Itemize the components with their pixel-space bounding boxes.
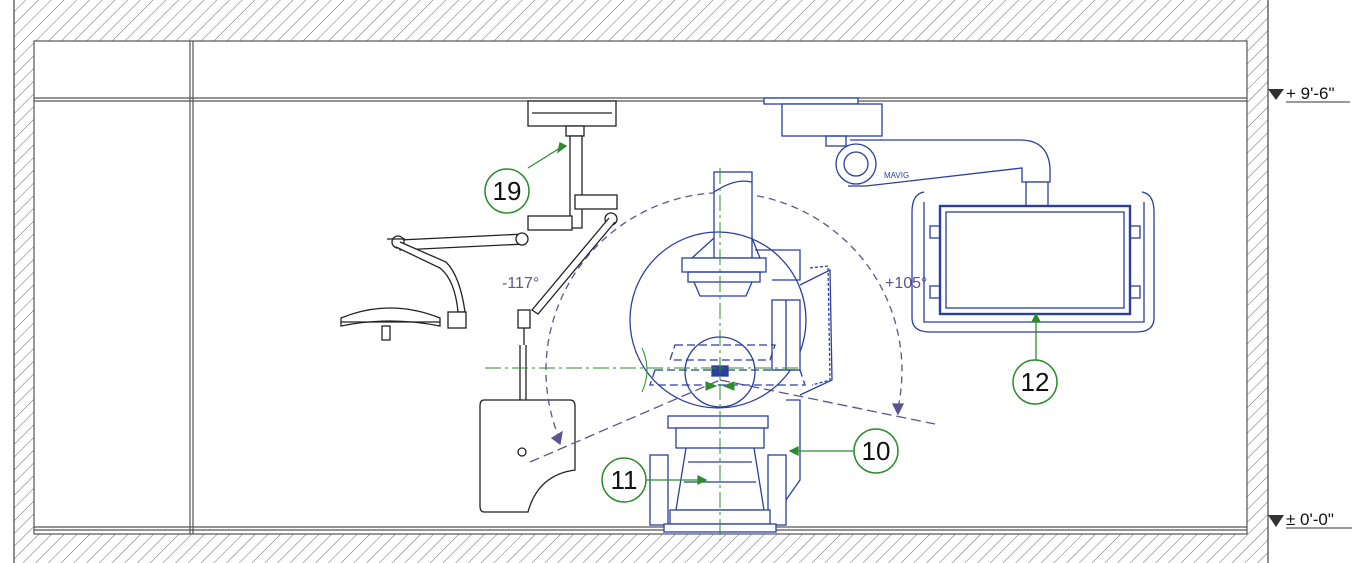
- callout-19: 19: [484, 168, 530, 214]
- elevation-floor: ± 0'-0": [1268, 510, 1352, 529]
- elevation-marker-icon: [1268, 89, 1284, 100]
- svg-text:11: 11: [611, 465, 638, 495]
- elevation-marker-icon: [1268, 515, 1284, 527]
- ceiling-monitor: MAVIG: [763, 97, 1155, 333]
- svg-text:± 0'-0": ± 0'-0": [1286, 510, 1334, 529]
- surgical-light: [340, 100, 618, 513]
- callout-leaders: [527, 142, 1042, 486]
- angle-negative-label: -117°: [502, 275, 539, 292]
- svg-text:12: 12: [1021, 367, 1050, 397]
- wall-hatching: [13, 0, 1269, 563]
- rotation-arc: [529, 192, 936, 463]
- c-arm-centerlines: [485, 168, 800, 540]
- svg-text:10: 10: [862, 436, 891, 466]
- callout-11: 11: [601, 457, 647, 503]
- callout-10: 10: [853, 428, 899, 474]
- svg-text:19: 19: [493, 176, 522, 206]
- callout-12: 12: [1012, 359, 1058, 405]
- svg-text:MAVIG: MAVIG: [884, 171, 909, 180]
- elevation-ceiling: + 9'-6": [1268, 84, 1350, 103]
- svg-text:+ 9'-6": + 9'-6": [1286, 84, 1335, 103]
- angle-positive-label: +105°: [885, 275, 927, 292]
